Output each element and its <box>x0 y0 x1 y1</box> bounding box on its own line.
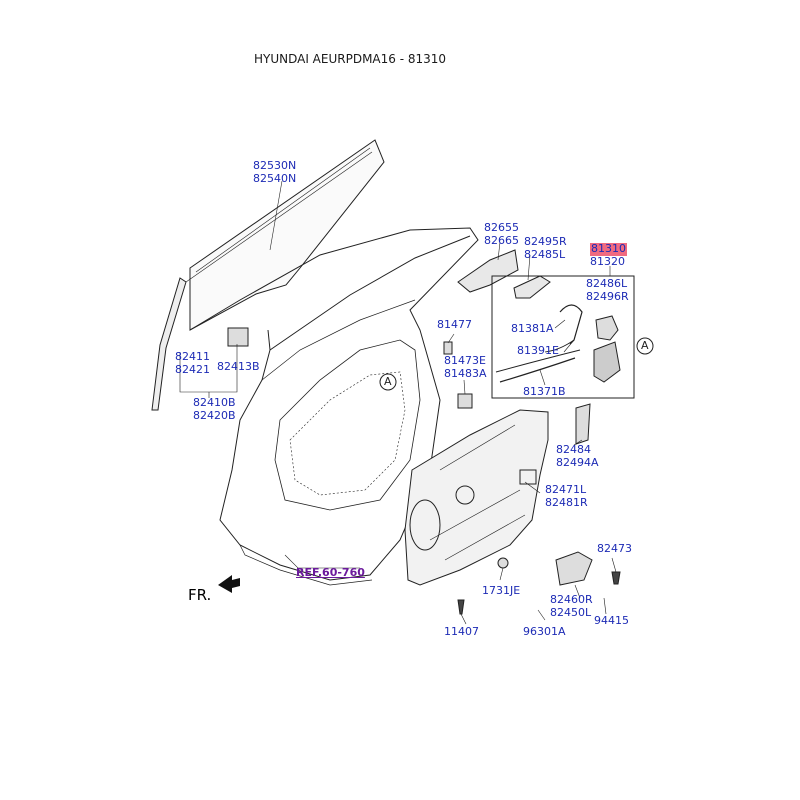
diagram-title: HYUNDAI AEURPDMA16 - 81310 <box>253 52 447 66</box>
label-82413: 82413B <box>217 360 260 373</box>
label-96301: 96301A <box>523 625 566 638</box>
label-81381: 81381A <box>511 322 554 335</box>
label-11407: 11407 <box>444 625 479 638</box>
label-94415: 94415 <box>594 614 629 627</box>
front-arrow <box>218 575 240 593</box>
inside-handle <box>555 551 593 586</box>
lock-rod-clip <box>443 341 453 355</box>
grommet <box>497 557 509 569</box>
door-latch <box>595 315 619 341</box>
door-frame <box>189 227 479 581</box>
circle-marker-left: A <box>384 375 392 388</box>
front-label: FR. <box>188 586 212 604</box>
door-check <box>457 393 473 409</box>
label-82473: 82473 <box>597 542 632 555</box>
handle-cover <box>513 275 551 299</box>
bolt-82473 <box>611 571 621 585</box>
bolt-11407 <box>457 599 465 615</box>
label-81371: 81371B <box>523 385 566 398</box>
label-81477: 81477 <box>437 318 472 331</box>
highlighted-part-label: 81310 <box>590 242 627 256</box>
door-module-panel <box>404 409 549 586</box>
circle-marker-right: A <box>641 339 649 352</box>
hinge-mount <box>227 327 249 347</box>
window-glass <box>189 139 385 331</box>
label-1731je: 1731JE <box>482 584 521 597</box>
latch-box <box>491 275 635 399</box>
outside-handle-bracket <box>457 249 519 293</box>
glass-run-channel <box>151 277 187 411</box>
label-81310: 81310 81320 <box>590 242 627 268</box>
label-81391: 81391E <box>517 344 559 357</box>
striker <box>575 403 591 445</box>
ref-link[interactable]: REF.60-760 <box>296 566 365 579</box>
